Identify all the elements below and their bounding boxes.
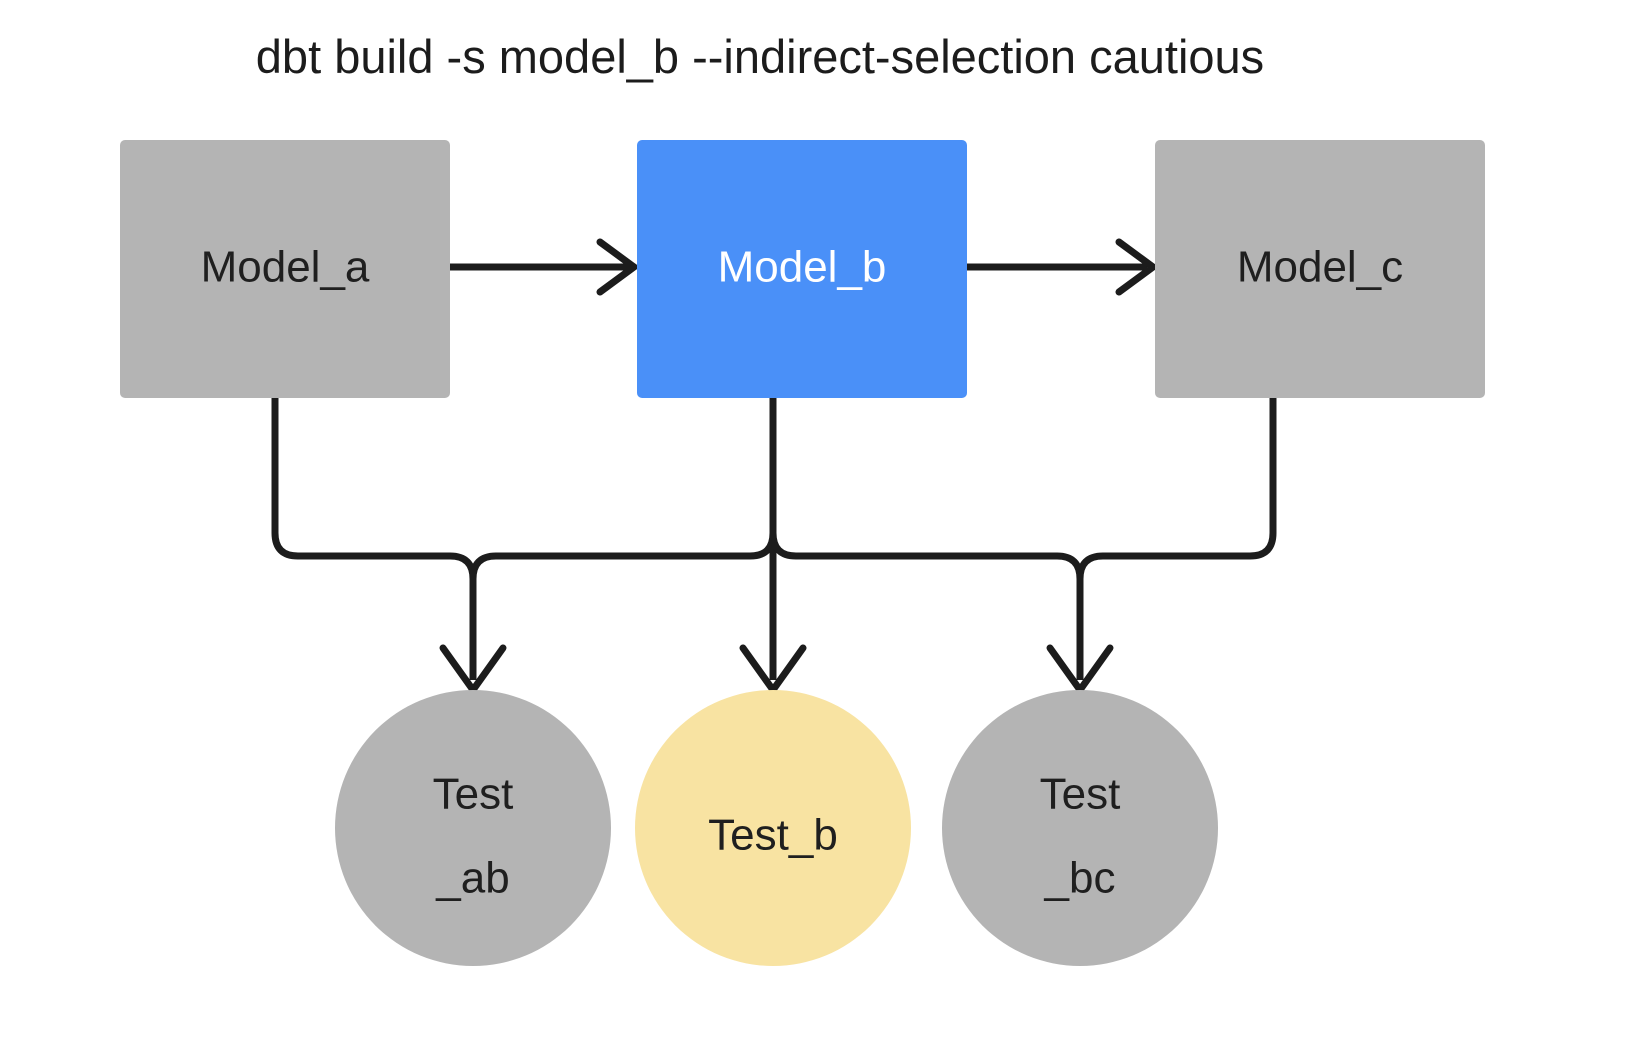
model-a-label: Model_a bbox=[201, 243, 370, 292]
model-a-rect[interactable] bbox=[120, 140, 450, 398]
edge-model-c-to-test-bc bbox=[1076, 395, 1277, 680]
model-c-rect[interactable] bbox=[1155, 140, 1485, 398]
edge-model-a-to-test-ab bbox=[271, 395, 507, 697]
model-node-model_a[interactable]: Model_a bbox=[120, 140, 450, 398]
edge-model-b-to-test-ab bbox=[469, 395, 777, 680]
test-ab-label-line1: Test bbox=[433, 770, 514, 819]
test-b-label-line1: Test_b bbox=[708, 811, 838, 860]
test-ab-label-line2: _ab bbox=[435, 854, 509, 903]
model-node-model_b[interactable]: Model_b bbox=[637, 140, 967, 398]
edge-model-a-to-model-b bbox=[450, 238, 640, 296]
model-b-label: Model_b bbox=[718, 243, 887, 292]
test-bc-circle[interactable] bbox=[942, 690, 1218, 966]
test-node-test_bc[interactable]: Test _bc bbox=[942, 690, 1218, 966]
model-b-rect[interactable] bbox=[637, 140, 967, 398]
model-c-label: Model_c bbox=[1237, 243, 1403, 292]
diagram-title: dbt build -s model_b --indirect-selectio… bbox=[256, 30, 1264, 83]
test-bc-label-line1: Test bbox=[1040, 770, 1121, 819]
test-b-circle[interactable] bbox=[635, 690, 911, 966]
test-node-test_b[interactable]: Test_b bbox=[635, 690, 911, 966]
model-node-model_c[interactable]: Model_c bbox=[1155, 140, 1485, 398]
test-node-test_ab[interactable]: Test _ab bbox=[335, 690, 611, 966]
edge-model-b-to-model-c bbox=[967, 238, 1159, 296]
test-bc-label-line2: _bc bbox=[1044, 854, 1116, 903]
test-ab-circle[interactable] bbox=[335, 690, 611, 966]
edge-layer bbox=[271, 238, 1277, 697]
edge-model-b-to-test-bc bbox=[769, 395, 1114, 697]
